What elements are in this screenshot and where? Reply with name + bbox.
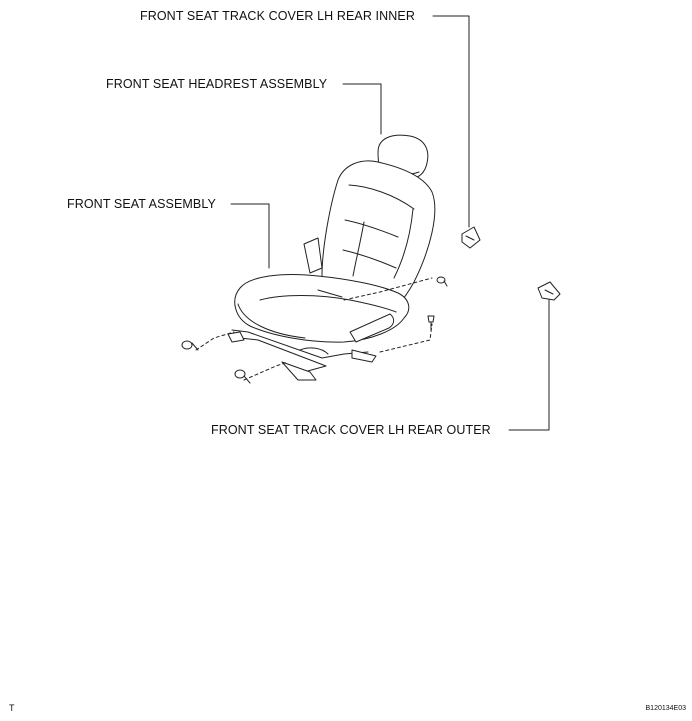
seat-back-part [321,160,436,319]
seat-track-part [227,329,377,381]
side-lever [303,237,323,274]
bolt-rear-top [436,276,448,287]
leader-line-seat [230,203,270,269]
track-cover-inner-part [461,226,481,249]
label-track-cover-lh-rear-inner: FRONT SEAT TRACK COVER LH REAR INNER [140,9,415,23]
corner-mark-left: T [9,703,15,713]
leader-line-track-cover-inner [432,15,470,228]
bolt-front-right [234,369,251,384]
track-cover-outer-part [537,281,561,301]
label-headrest-assembly: FRONT SEAT HEADREST ASSEMBLY [106,77,328,91]
leader-line-track-cover-outer [508,299,550,431]
bolt-front-left [181,340,199,351]
bolt-rear-lower [427,315,435,331]
seat-side-cover [349,313,395,343]
leader-line-headrest [342,83,382,135]
figure-code: B120134E03 [645,705,686,712]
label-seat-assembly: FRONT SEAT ASSEMBLY [67,197,216,211]
label-track-cover-lh-rear-outer: FRONT SEAT TRACK COVER LH REAR OUTER [211,423,491,437]
